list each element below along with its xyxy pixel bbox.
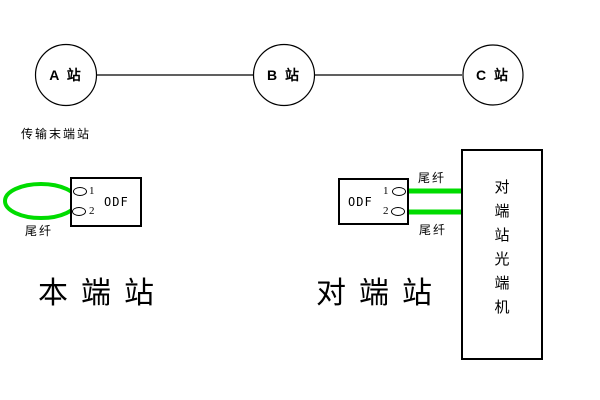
remote-odf-box: ODF 1 2 [338, 178, 409, 225]
remote-odf-port2-icon [391, 207, 405, 216]
remote-pigtail-label-top: 尾纤 [418, 171, 447, 185]
terminal-char: 站 [494, 228, 510, 244]
local-odf-port1-icon [73, 187, 87, 196]
local-odf-label: ODF [104, 195, 129, 209]
local-odf-port2-number: 2 [89, 205, 95, 217]
station-b-label: B 站 [267, 67, 301, 83]
remote-odf-port1-icon [392, 187, 406, 196]
local-odf-box: 1 2 ODF [70, 177, 142, 227]
terminal-char: 对 [494, 180, 510, 196]
station-c-circle [462, 44, 524, 106]
local-odf-port2-icon [72, 207, 86, 216]
terminal-char: 端 [494, 204, 510, 220]
remote-site-title: 对端站 [316, 277, 445, 310]
station-a-circle [34, 43, 98, 107]
terminal-char: 端 [494, 276, 510, 292]
local-odf-port1-number: 1 [89, 185, 95, 197]
station-a-label: A 站 [49, 67, 83, 83]
local-site-title: 本端站 [38, 277, 167, 310]
transmission-terminal-note: 传输末端站 [21, 127, 92, 141]
loopback-fiber-loop [3, 182, 79, 220]
remote-odf-label: ODF [348, 195, 373, 209]
local-pigtail-label: 尾纤 [25, 224, 54, 238]
remote-odf-port1-number: 1 [383, 185, 389, 197]
remote-odf-port2-number: 2 [383, 205, 389, 217]
remote-pigtail-label-bottom: 尾纤 [419, 223, 448, 237]
terminal-char: 光 [494, 252, 510, 268]
remote-optical-terminal-box: 对 端 站 光 端 机 [461, 149, 543, 360]
terminal-char: 机 [494, 300, 510, 316]
station-c-label: C 站 [476, 67, 510, 83]
station-b-circle [252, 43, 316, 107]
